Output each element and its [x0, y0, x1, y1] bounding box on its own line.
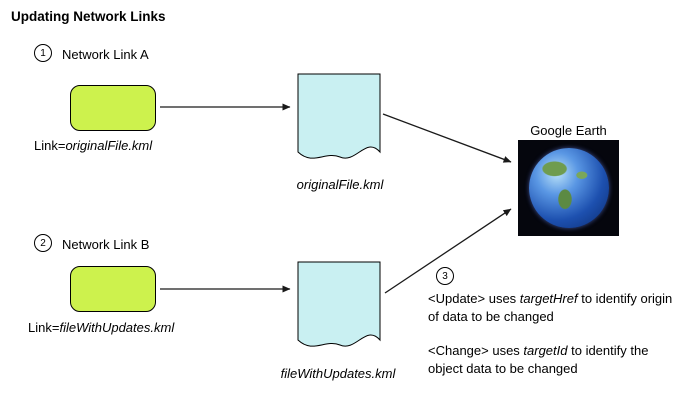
network-link-b-label: Network Link B — [62, 237, 150, 252]
change-note-suffix: to identify the object data to be change… — [428, 343, 649, 376]
link-prefix: Link= — [28, 320, 60, 335]
change-note: <Change> uses targetId to identify the o… — [428, 342, 686, 377]
earth-globe-icon — [528, 148, 609, 228]
link-prefix: Link= — [34, 138, 66, 153]
change-note-prefix: <Change> uses — [428, 343, 524, 358]
network-link-a-node — [70, 85, 156, 131]
change-note-term: targetId — [523, 343, 568, 358]
document-a-label: originalFile.kml — [296, 177, 384, 192]
network-link-a-href: Link=originalFile.kml — [34, 138, 152, 155]
google-earth-image — [518, 140, 619, 236]
network-link-a-label: Network Link A — [62, 47, 149, 62]
link-filename: fileWithUpdates.kml — [59, 320, 175, 335]
document-shape-updates-file — [297, 261, 381, 347]
step-3-badge: 3 — [436, 267, 454, 285]
update-note-suffix: to identify origin of data to be changed — [428, 291, 673, 324]
update-note-prefix: <Update> uses — [428, 291, 520, 306]
step-2-badge: 2 — [34, 234, 52, 252]
network-link-b-href: Link=fileWithUpdates.kml — [28, 320, 174, 337]
update-note-term: targetHref — [519, 291, 578, 306]
network-link-b-node — [70, 266, 156, 312]
document-shape-original-file — [297, 73, 381, 159]
update-note: <Update> uses targetHref to identify ori… — [428, 290, 686, 325]
link-filename: originalFile.kml — [65, 138, 153, 153]
step-1-badge: 1 — [34, 44, 52, 62]
arrow-docA-to-google-earth — [382, 113, 512, 163]
google-earth-label: Google Earth — [530, 123, 607, 138]
document-b-label: fileWithUpdates.kml — [280, 366, 396, 381]
diagram-title: Updating Network Links — [11, 9, 166, 24]
